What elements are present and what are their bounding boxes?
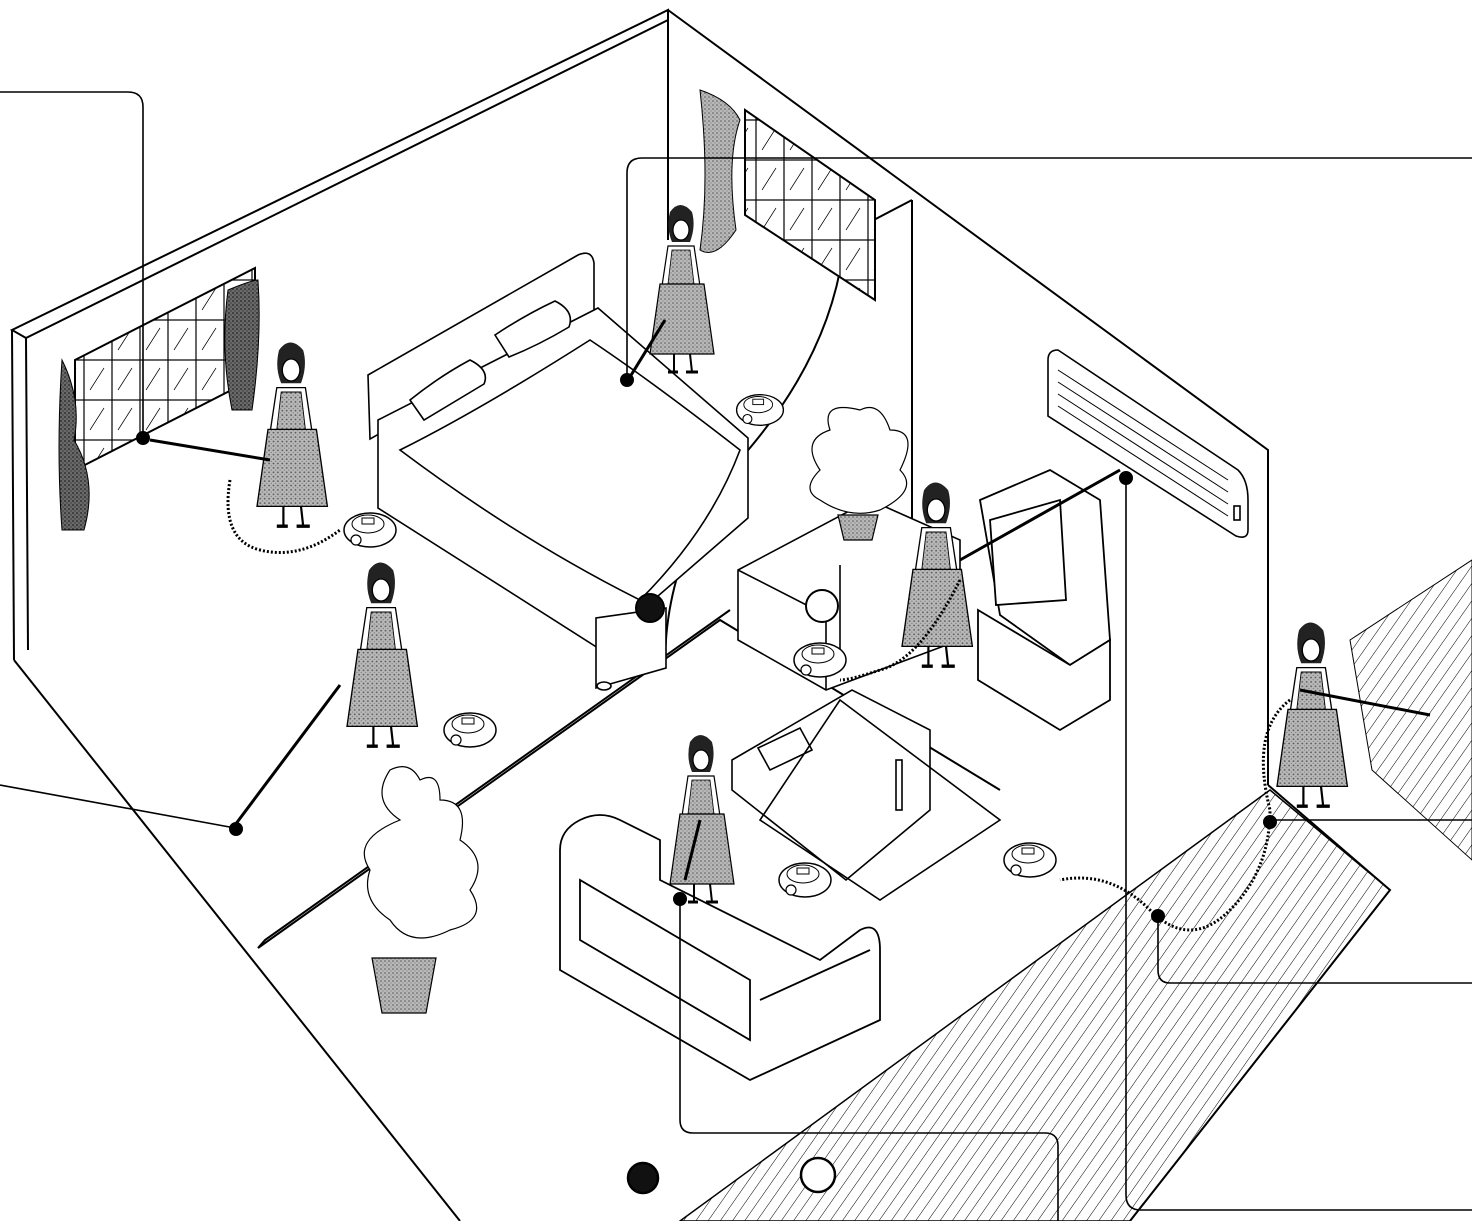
television [978, 470, 1110, 730]
open-circle-icon [801, 1158, 835, 1192]
marker-sofa [674, 893, 686, 905]
marker-air-conditioner [1120, 472, 1132, 484]
marker-stairs [1264, 816, 1276, 828]
marker-hose [1152, 910, 1164, 922]
coffee-table [732, 690, 1000, 900]
marker-carpet [230, 823, 242, 835]
right-window [700, 90, 875, 300]
marker-window [137, 432, 149, 444]
marker-cabinet [806, 590, 838, 622]
figure-carpet-floor [235, 563, 496, 826]
marker-bedroom-floor [621, 374, 633, 386]
marker-bed [636, 594, 664, 622]
filled-circle-icon [628, 1163, 658, 1193]
